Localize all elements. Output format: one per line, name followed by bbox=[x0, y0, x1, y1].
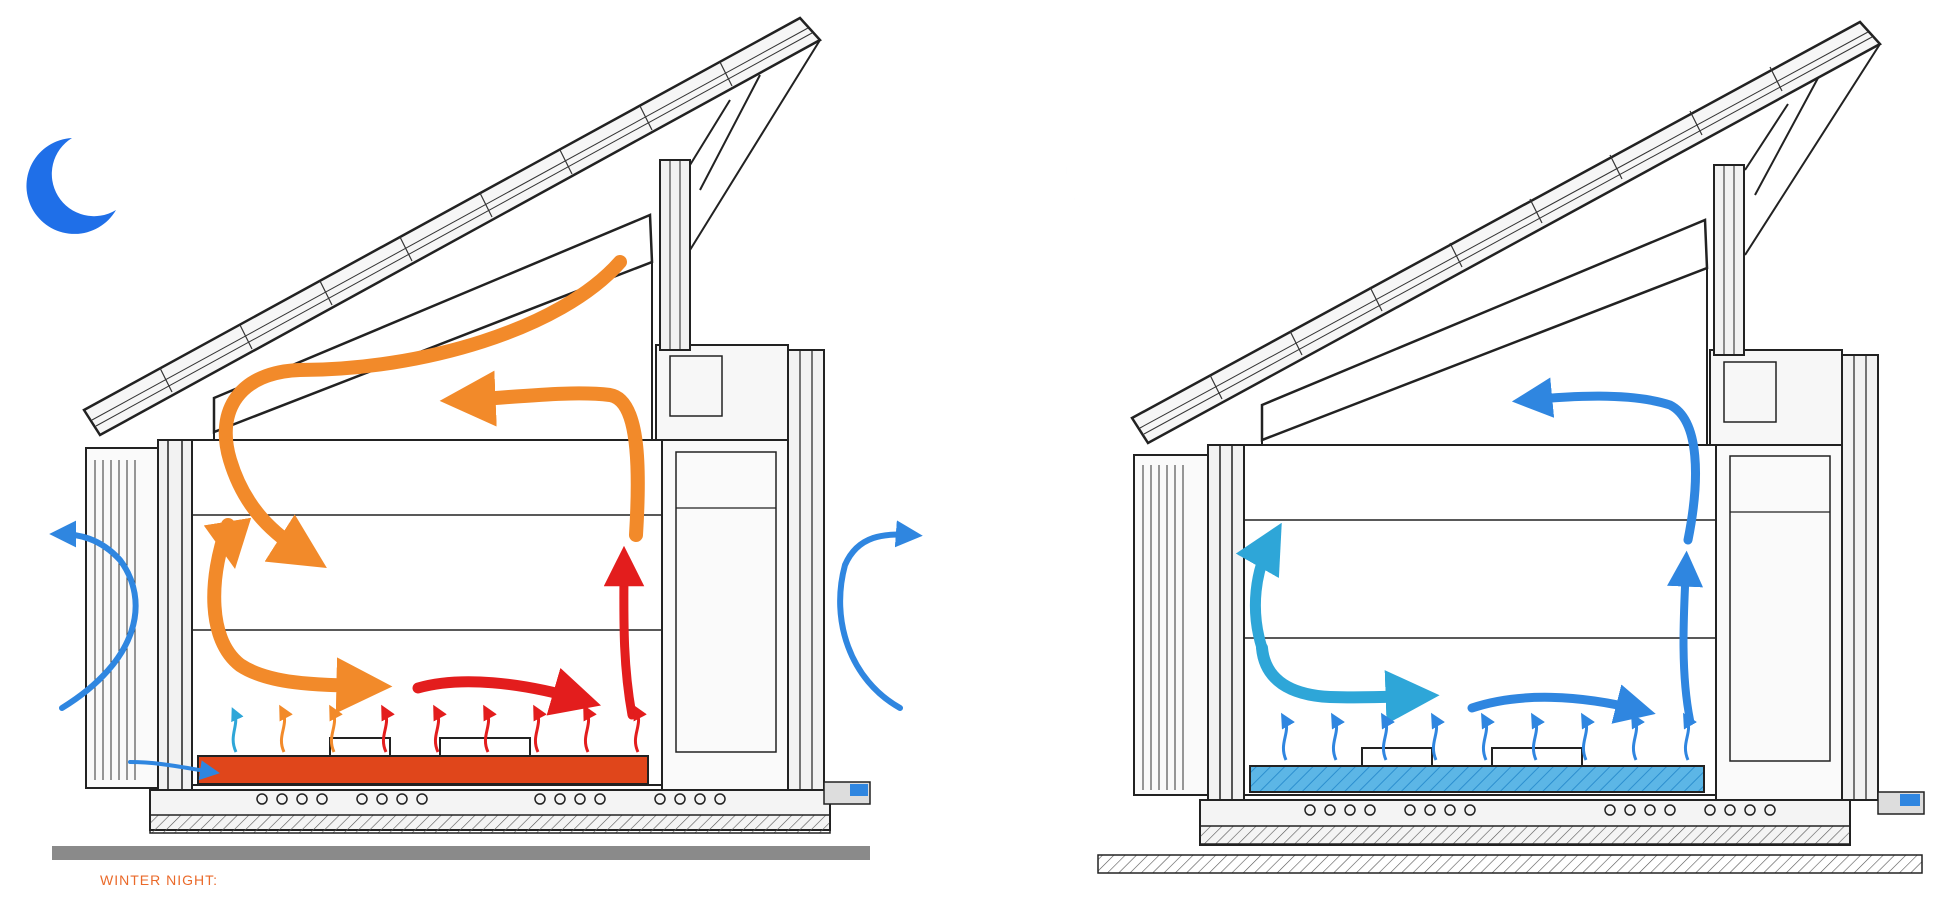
chimney-column bbox=[659, 159, 691, 351]
interior-room-right bbox=[1243, 444, 1717, 796]
moon-icon bbox=[26, 138, 116, 234]
warm-air-flow bbox=[203, 255, 645, 714]
left-louver-wall bbox=[85, 447, 159, 789]
ground-strip bbox=[52, 846, 870, 860]
left-section-drawing bbox=[26, 16, 923, 860]
roof-truss-right bbox=[1744, 43, 1881, 256]
chimney-column-right bbox=[1713, 164, 1745, 356]
right-service-core bbox=[661, 439, 789, 791]
right-section-drawing bbox=[1066, 20, 1925, 874]
floor-duct-circles-right bbox=[1304, 804, 1776, 816]
heated-floor-slab bbox=[197, 755, 649, 785]
floor-duct-circles bbox=[256, 793, 726, 805]
moon-icon-right bbox=[1066, 115, 1158, 230]
interior-room bbox=[191, 439, 663, 786]
ground-strip-right bbox=[1097, 854, 1923, 874]
heat-flow bbox=[412, 545, 645, 720]
cooled-floor-slab bbox=[1249, 765, 1705, 793]
cool-air-flow bbox=[1235, 377, 1704, 725]
rising-heat-arrows bbox=[231, 704, 647, 753]
right-service-core-right bbox=[1715, 444, 1843, 801]
left-panel-caption: WINTER NIGHT: bbox=[100, 872, 218, 888]
rising-cool-arrows bbox=[1281, 712, 1697, 761]
roof-truss bbox=[689, 39, 821, 251]
exterior-cool-air-flow bbox=[49, 520, 923, 781]
left-louver-wall-right bbox=[1133, 454, 1209, 796]
